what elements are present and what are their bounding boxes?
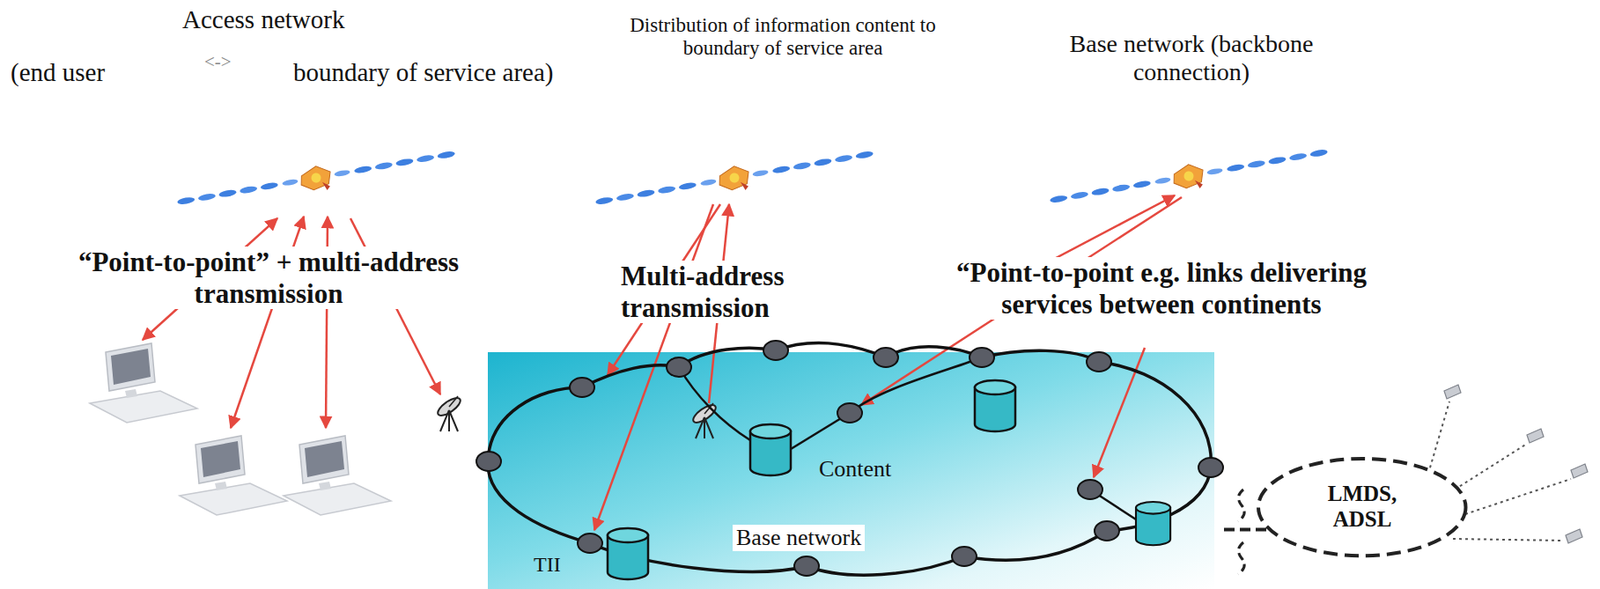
ellipse-shape	[951, 546, 977, 567]
dish-antenna	[435, 394, 463, 432]
oval-shape	[1258, 458, 1467, 556]
oval-label: LMDS, ADSL	[1305, 481, 1420, 533]
terminal-icon	[1570, 464, 1588, 479]
heading-label: Access network	[182, 5, 345, 35]
content-store	[750, 424, 791, 476]
ellipse-shape	[1086, 352, 1112, 372]
inner-link	[849, 357, 982, 413]
ellipse-shape	[577, 533, 603, 553]
computer-icon	[283, 435, 391, 516]
link-arrow	[594, 204, 714, 531]
content-store	[607, 528, 649, 580]
dotted-link	[1428, 401, 1450, 474]
access-oval: LMDS, ADSL	[1255, 456, 1469, 559]
terminal-icon	[1565, 529, 1583, 544]
satellite-icon	[175, 141, 458, 216]
ellipse-shape	[569, 377, 595, 398]
arrow-symbol: <->	[204, 51, 232, 73]
ellipse-shape	[1198, 457, 1224, 478]
ellipse-shape	[969, 347, 995, 368]
cloud-path	[487, 343, 1211, 576]
bracket	[1238, 489, 1245, 575]
bracket-curve	[1238, 489, 1245, 522]
content-store	[974, 380, 1016, 432]
ellipse-shape	[873, 347, 899, 368]
computer-icon	[89, 343, 198, 423]
computers	[89, 343, 391, 516]
bracket-curve	[1238, 542, 1245, 575]
terminal-icon	[1526, 428, 1544, 443]
cloud-label: Base network	[732, 524, 865, 552]
satellite-icon	[1047, 140, 1330, 214]
ellipse-shape	[666, 357, 692, 377]
heading-label: Distribution of information content to b…	[606, 14, 959, 61]
dotted-link	[1465, 479, 1571, 515]
dashed-connector	[1223, 528, 1271, 532]
network-ground	[487, 352, 1215, 589]
ellipse-shape	[1094, 521, 1120, 541]
ellipse-shape	[763, 340, 789, 361]
inner-links	[678, 357, 1136, 520]
dotted-link	[1454, 443, 1527, 490]
content-store	[1135, 501, 1171, 546]
link-type-label: “Point-to-point” + multi-address transmi…	[13, 246, 524, 310]
ellipse-shape	[476, 451, 502, 472]
ellipse-shape	[837, 403, 863, 423]
link-type-label: Multi-address transmission	[620, 260, 841, 324]
computer-icon	[179, 435, 288, 516]
satellite-links	[142, 195, 1182, 531]
link-type-label: “Point-to-point e.g. links delivering se…	[950, 257, 1373, 320]
dotted-link	[1452, 538, 1564, 541]
satellite-icon	[593, 141, 876, 216]
ellipse-shape	[794, 556, 819, 576]
inner-link	[678, 367, 751, 441]
heading-label: (end user	[10, 58, 105, 88]
network-nodes	[476, 340, 1224, 576]
heading-label: Base network (backbone connection)	[1041, 29, 1342, 87]
dishes	[435, 394, 718, 439]
terminal-icon	[1444, 384, 1461, 399]
ellipse-shape	[1077, 479, 1103, 500]
node-label: TII	[533, 552, 561, 578]
content-label: Content	[818, 456, 892, 483]
heading-label: boundary of service area)	[293, 58, 553, 88]
dish-antenna	[690, 401, 718, 439]
